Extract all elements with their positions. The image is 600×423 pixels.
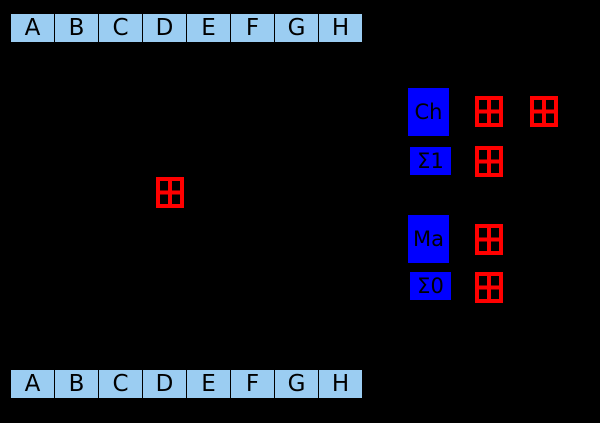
label-chip-ch[interactable]: Ch	[408, 88, 449, 136]
letter-cell-c-bottom[interactable]: C	[98, 369, 143, 399]
grid-2x2-icon[interactable]	[475, 146, 503, 177]
label-chip-sigma1[interactable]: Σ1	[410, 147, 451, 175]
letter-cell-a-top[interactable]: A	[10, 13, 55, 43]
letter-cell-g-bottom[interactable]: G	[274, 369, 319, 399]
letter-cell-f-top[interactable]: F	[230, 13, 275, 43]
letter-cell-d-bottom[interactable]: D	[142, 369, 187, 399]
grid-2x2-icon[interactable]	[530, 96, 558, 127]
letter-cell-f-bottom[interactable]: F	[230, 369, 275, 399]
letter-cell-b-top[interactable]: B	[54, 13, 99, 43]
label-chip-ma[interactable]: Ma	[408, 215, 449, 263]
grid-2x2-icon[interactable]	[475, 272, 503, 303]
letter-cell-h-top[interactable]: H	[318, 13, 363, 43]
label-chip-sigma0[interactable]: Σ0	[410, 272, 451, 300]
letter-cell-g-top[interactable]: G	[274, 13, 319, 43]
letter-cell-e-top[interactable]: E	[186, 13, 231, 43]
letter-cell-a-bottom[interactable]: A	[10, 369, 55, 399]
letter-cell-h-bottom[interactable]: H	[318, 369, 363, 399]
letter-cell-c-top[interactable]: C	[98, 13, 143, 43]
grid-2x2-icon[interactable]	[475, 224, 503, 255]
bottom-letter-row: A B C D E F G H	[10, 369, 363, 399]
letter-cell-e-bottom[interactable]: E	[186, 369, 231, 399]
grid-2x2-icon[interactable]	[475, 96, 503, 127]
top-letter-row: A B C D E F G H	[10, 13, 363, 43]
letter-cell-b-bottom[interactable]: B	[54, 369, 99, 399]
grid-2x2-icon[interactable]	[156, 177, 184, 208]
letter-cell-d-top[interactable]: D	[142, 13, 187, 43]
